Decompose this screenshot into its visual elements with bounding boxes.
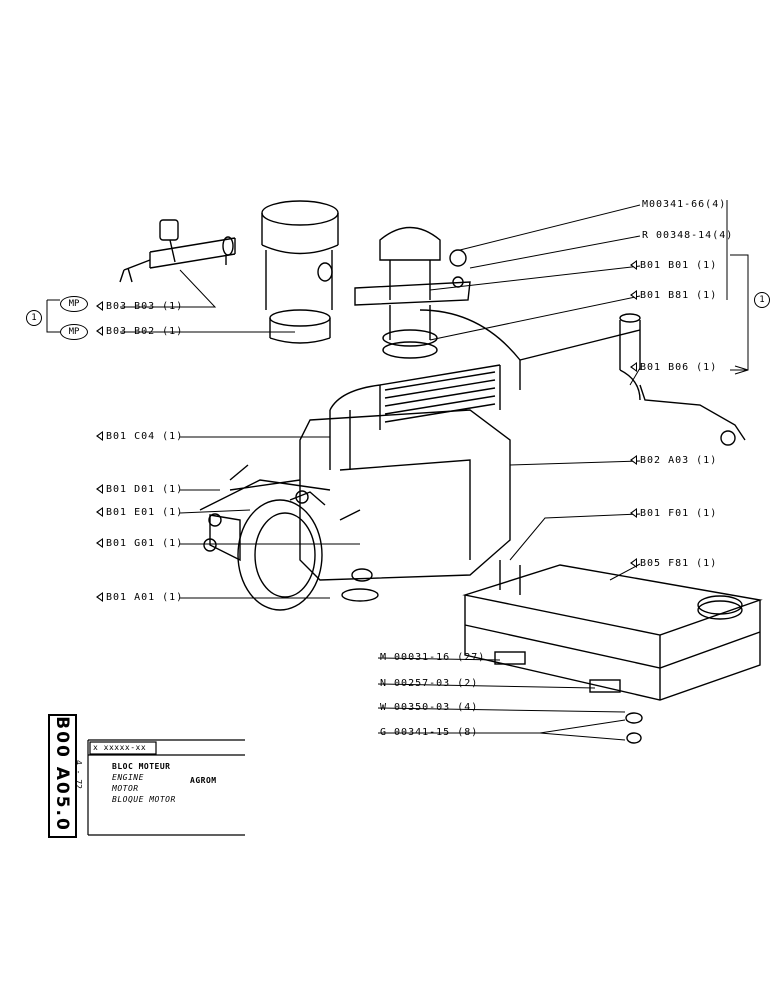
mp-badge-top: MP xyxy=(60,296,88,312)
callout-b01-f01[interactable]: B01 F01 (1) xyxy=(630,508,717,520)
fuel-tank-drawing xyxy=(462,560,763,744)
circled-one-left: 1 xyxy=(26,310,42,326)
title-french: BLOC MOTEUR xyxy=(112,762,171,771)
title-english: ENGINE xyxy=(112,773,144,782)
callout-b01-d01[interactable]: B01 D01 (1) xyxy=(96,484,183,496)
engine-block-drawing xyxy=(199,409,511,611)
reference-arrow-icon xyxy=(96,484,103,494)
reference-arrow-icon xyxy=(96,592,103,602)
callout-b03-b03[interactable]: B03 B03 (1) xyxy=(96,301,183,313)
callout-b01-e01[interactable]: B01 E01 (1) xyxy=(96,507,183,519)
reference-arrow-icon xyxy=(96,301,103,311)
title-block-frame xyxy=(87,739,245,836)
callout-m00031-16[interactable]: M 00031-16 (27) xyxy=(380,652,486,663)
title-spanish: BLOQUE MOTOR xyxy=(112,795,176,804)
callout-b01-b01[interactable]: B01 B01 (1) xyxy=(630,260,717,272)
reference-arrow-icon xyxy=(630,558,637,568)
reference-arrow-icon xyxy=(96,431,103,441)
callout-b05-f81[interactable]: B05 F81 (1) xyxy=(630,558,717,570)
reference-arrow-icon xyxy=(630,290,637,300)
callout-w00350-03[interactable]: W 00350-03 (4) xyxy=(380,702,479,713)
drawing-code-box: B00 A05.0 xyxy=(48,714,77,838)
reference-arrow-icon xyxy=(96,538,103,548)
mp-badge-bottom: MP xyxy=(60,324,88,340)
callout-b01-b81[interactable]: B01 B81 (1) xyxy=(630,290,717,302)
callout-g00341-15[interactable]: G 00341-15 (8) xyxy=(380,727,479,738)
part-number: x xxxxx-xx xyxy=(93,743,147,752)
intake-pipe-drawing xyxy=(329,309,746,470)
drawing-date: 4 - 72 xyxy=(73,760,83,789)
fuel-pump-drawing xyxy=(119,219,236,283)
callout-b01-c04[interactable]: B01 C04 (1) xyxy=(96,431,183,443)
callout-m00341-66[interactable]: M00341-66(4) xyxy=(642,199,727,210)
circled-one-right: 1 xyxy=(754,292,770,308)
leader-lines xyxy=(46,200,749,741)
reference-arrow-icon xyxy=(630,455,637,465)
title-german: MOTOR xyxy=(112,784,139,793)
reference-arrow-icon xyxy=(630,508,637,518)
callout-b01-g01[interactable]: B01 G01 (1) xyxy=(96,538,183,550)
reference-arrow-icon xyxy=(96,326,103,336)
air-filter-drawing xyxy=(261,200,339,344)
oil-filter-drawing xyxy=(354,226,471,359)
reference-arrow-icon xyxy=(630,260,637,270)
maker-name: AGROM xyxy=(190,776,217,785)
drawing-date-box: 4 - 72 xyxy=(73,760,88,792)
drawing-code: B00 A05.0 xyxy=(52,716,72,832)
callout-b01-a01[interactable]: B01 A01 (1) xyxy=(96,592,183,604)
callout-b02-a03[interactable]: B02 A03 (1) xyxy=(630,455,717,467)
reference-arrow-icon xyxy=(630,362,637,372)
reference-arrow-icon xyxy=(96,507,103,517)
callout-b01-b06[interactable]: B01 B06 (1) xyxy=(630,362,717,374)
callout-r00348-14[interactable]: R 00348-14(4) xyxy=(642,230,734,241)
callout-b03-b02[interactable]: B03 B02 (1) xyxy=(96,326,183,338)
callout-n00257-03[interactable]: N 00257-03 (2) xyxy=(380,678,479,689)
